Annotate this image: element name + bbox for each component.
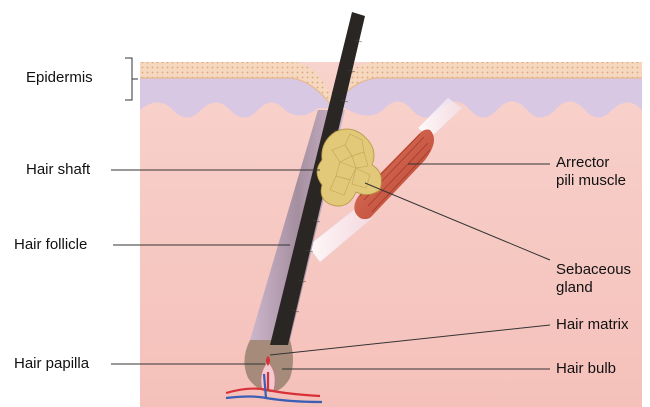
label-hair-papilla: Hair papilla xyxy=(14,355,89,373)
label-sebaceous-gland: Sebaceous gland xyxy=(556,261,650,297)
label-arrector-line2: pili muscle xyxy=(556,172,650,190)
label-arrector-line1: Arrector xyxy=(556,154,650,172)
epidermis-bracket xyxy=(125,58,138,100)
label-hair-matrix: Hair matrix xyxy=(556,316,629,334)
label-arrector-pili-muscle: Arrector pili muscle xyxy=(556,154,650,190)
label-epidermis: Epidermis xyxy=(26,69,93,87)
label-hair-bulb: Hair bulb xyxy=(556,360,616,378)
label-sebaceous-line1: Sebaceous xyxy=(556,261,650,279)
label-hair-shaft: Hair shaft xyxy=(26,161,90,179)
dermis xyxy=(140,62,642,407)
label-hair-follicle: Hair follicle xyxy=(14,236,87,254)
label-sebaceous-line2: gland xyxy=(556,279,650,297)
